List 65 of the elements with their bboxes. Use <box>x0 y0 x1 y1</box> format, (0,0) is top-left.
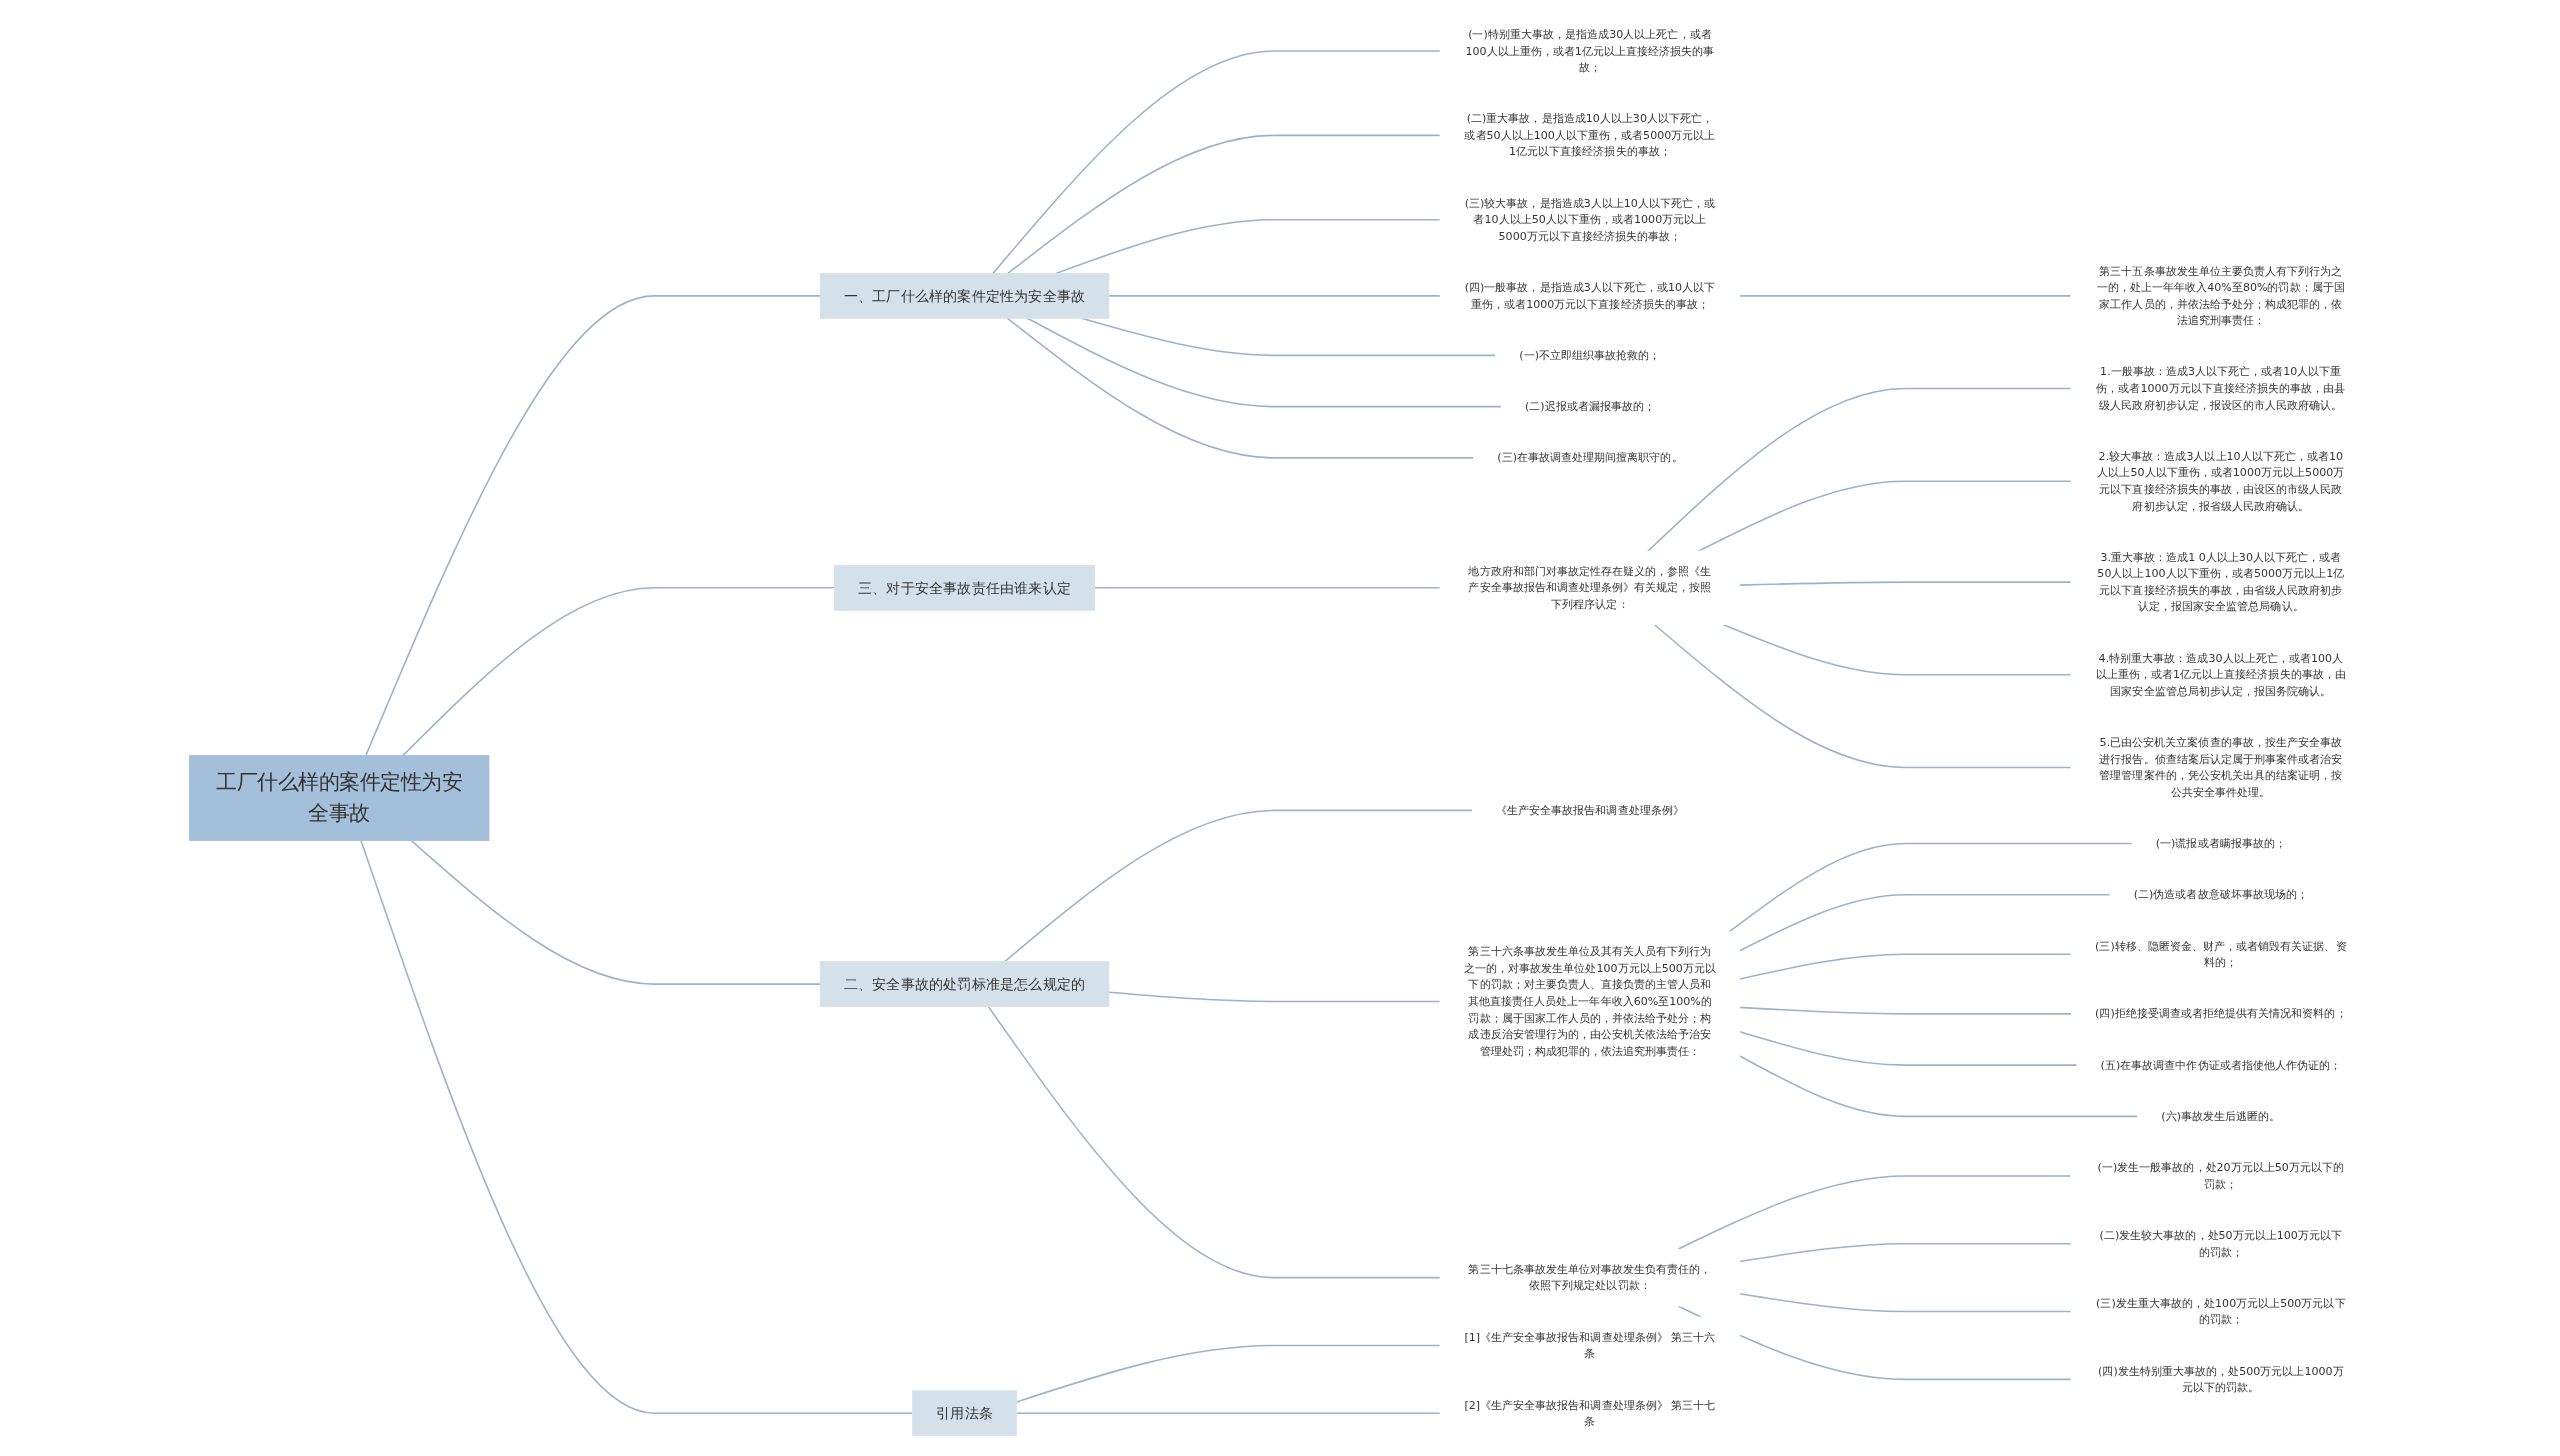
node-text: (三)发生重大事故的，处100万元以上500万元以下的罚款； <box>2096 1296 2346 1326</box>
node-text: (二)发生较大事故的，处50万元以上100万元以下的罚款； <box>2099 1228 2343 1258</box>
node-text: (二)迟报或者漏报事故的； <box>1524 399 1655 413</box>
connector <box>1015 1344 1441 1403</box>
connector <box>1738 295 2072 297</box>
node-text: (四)拒绝接受调查或者拒绝提供有关情况和资料的； <box>2095 1007 2347 1020</box>
connector <box>1653 623 2072 769</box>
node-text: 地方政府和部门对事故定性存在疑义的，参照《生产安全事故报告和调查处理条例》有关规定，按照下列程序认定： <box>1468 564 1712 611</box>
node-text: [2]《生产安全事故报告和调查处理条例》 第三十七条 <box>1464 1398 1716 1428</box>
connector <box>1003 809 1474 963</box>
connector <box>365 295 822 757</box>
connector <box>1677 1175 2072 1251</box>
node-box: 工厂什么样的案件定性为安全事故 <box>188 755 490 841</box>
connector <box>987 1005 1441 1279</box>
node-box: 引用法条 <box>912 1390 1017 1437</box>
connector <box>1026 317 1502 408</box>
node-text: (六)事故发生后逃匿的。 <box>2161 1109 2281 1123</box>
connector <box>1738 953 2072 980</box>
connector <box>1738 894 2111 952</box>
connector <box>1108 295 1441 297</box>
node-text: (一)不立即组织事故抢救的； <box>1519 348 1661 362</box>
connector <box>1738 1242 2072 1263</box>
connector <box>1108 991 1441 1003</box>
connector <box>1738 1006 2073 1015</box>
node-text: (一)特别重大事故，是指造成30人以上死亡，或者100人以上重伤，或者1亿元以上直接经济损失的事故； <box>1465 27 1715 74</box>
node-text: (五)在事故调查中作伪证或者指使他人作伪证的； <box>2100 1058 2342 1072</box>
node-text: 第三十七条事故发生单位对事故发生负有责任的，依照下列规定处以罚款： <box>1468 1262 1712 1292</box>
node-box: 二、安全事故的处罚标准是怎么规定的 <box>819 961 1110 1007</box>
connector <box>1738 581 2072 586</box>
node-text: 《生产安全事故报告和调查处理条例》 <box>1496 803 1684 817</box>
connector <box>360 839 914 1415</box>
connector <box>410 839 822 985</box>
node-text: (一)发生一般事故的，处20万元以上50万元以下的罚款； <box>2097 1160 2345 1191</box>
node-text: 5.已由公安机关立案侦查的事故，按生产安全事故进行报告。侦查结案后认定属于刑事案件或者治安管理管理案件的，凭公安机关出具的结案证明，按公共安全事件处理。 <box>2099 735 2343 799</box>
connector <box>402 587 836 757</box>
node-box: 一、工厂什么样的案件定性为安全事故 <box>819 272 1110 319</box>
connector <box>1677 1305 2072 1381</box>
connector <box>992 50 1441 275</box>
connector <box>1738 1055 2139 1118</box>
connector <box>1093 587 1441 589</box>
node-text: 4.特别重大事故：造成30人以上死亡，或者100人以上重伤，或者1亿元以上直接经济损失的事故，由国家安全监管总局初步认定，报国务院确认。 <box>2095 651 2346 698</box>
node-text: 第三十六条事故发生单位及其有关人员有下列行为之一的，对事故发生单位处100万元以上500万元以下的罚款；对主要负责人、直接负责的主管人员和其他直接责任人员处上一年年收入60%至100%的罚款；属于国家工作人员的，并依法给予处分；构成违反治安管理行为的，由公安机关依法给予治安管理处罚；构成犯罪的，依法追究刑事责任： <box>1463 945 1716 1058</box>
node-text: 2.较大事故：造成3人以上10人以下死亡，或者10人以上50人以下重伤，或者1000万元以上5000万元以下直接经济损失的事故，由设区的市级人民政府初步认定，报省级人民政府确认。 <box>2097 449 2345 512</box>
connector <box>1722 623 2072 676</box>
connector <box>1015 1412 1441 1415</box>
connector <box>1738 1293 2072 1313</box>
node-text: (四)一般事故，是指造成3人以下死亡，或10人以下重伤，或者1000万元以下直接经济损失的事故； <box>1464 280 1716 311</box>
connector <box>1728 842 2133 933</box>
connector <box>1697 480 2072 552</box>
node-text: (一)谎报或者瞒报事故的； <box>2155 836 2286 850</box>
node-text: 第三十五条事故发生单位主要负责人有下列行为之一的，处上一年年收入40%至80%的罚款；属于国家工作人员的，并依法给予处分；构成犯罪的，依法追究刑事责任： <box>2096 264 2345 327</box>
connector <box>1007 134 1441 275</box>
node-text: (三)较大事故，是指造成3人以上10人以下死亡，或者10人以上50人以下重伤，或者1000万元以上5000万元以下直接经济损失的事故； <box>1464 196 1716 243</box>
node-text: (三)转移、隐匿资金、财产，或者销毁有关证据、资料的； <box>2095 939 2347 969</box>
node-text: (三)在事故调查处理期间擅离职守的。 <box>1497 451 1683 464</box>
connector <box>1006 317 1475 459</box>
connector <box>1055 218 1441 275</box>
connector <box>1738 1030 2078 1066</box>
node-text: (四)发生特别重大事故的，处500万元以上1000万元以下的罚款。 <box>2098 1364 2344 1394</box>
node-text: (二)伪造或者故意破坏事故现场的； <box>2133 888 2308 901</box>
connector <box>1647 387 2072 552</box>
node-text: (二)重大事故，是指造成10人以上30人以下死亡，或者50人以上100人以下重伤，或者5000万元以上1亿元以下直接经济损失的事故； <box>1464 112 1716 158</box>
node-text: 3.重大事故：造成1 0人以上30人以下死亡，或者50人以上100人以下重伤，或者5000万元以上1亿元以下直接经济损失的事故，由省级人民政府初步认定，报国家安全监管总局确认。 <box>2097 550 2345 613</box>
node-text: 1.一般事故：造成3人以下死亡，或者10人以下重伤，或者1000万元以下直接经济损失的事故，由县级人民政府初步认定，报设区的市人民政府确认。 <box>2096 365 2346 411</box>
node-box: 三、对于安全事故责任由谁来认定 <box>834 564 1096 611</box>
